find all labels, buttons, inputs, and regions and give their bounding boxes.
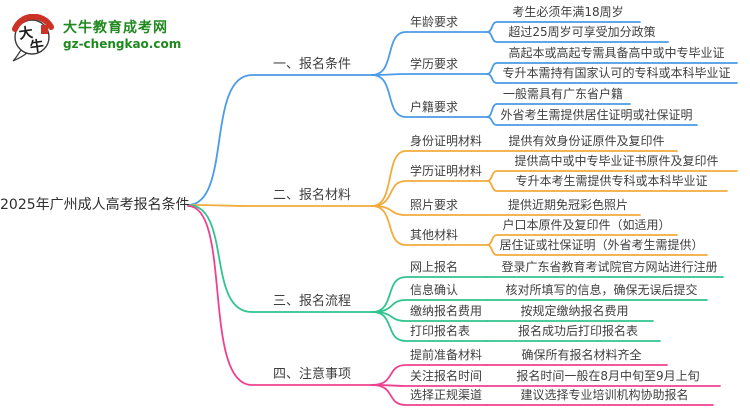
leaf-residence-proof: 外省考生需提供居住证明或社保证明 (500, 108, 693, 122)
sub-online-registration: 网上报名 (410, 260, 459, 274)
leaf-print-form: 报名成功后打印报名表 (517, 324, 638, 338)
logo-char-niu: 牛 (29, 37, 45, 56)
logo-domain: gz-chengkao.com (63, 37, 182, 51)
logo-bubble-tail (12, 49, 29, 62)
leaf-zsb-diploma: 专升本考生需提供专科或本科毕业证 (515, 174, 708, 188)
edge-branch-conditions (187, 74, 373, 206)
leaf-highschool-diploma: 高起本或高起专需具备高中或中专毕业证 (508, 46, 725, 60)
edge-leaf-college-diploma (486, 73, 738, 84)
edge-leaf-residence-permit (486, 244, 708, 256)
leaf-training-agency: 建议选择专业培训机构协助报名 (520, 388, 689, 402)
leaf-age-25-bonus: 超过25周岁可享受加分政策 (508, 25, 656, 39)
logo-seal (41, 25, 48, 34)
leaf-residence-permit: 居住证或社保证明（外省考生需提供） (499, 238, 704, 252)
edge-branch-process (187, 204, 373, 313)
logo-red-cap (12, 14, 54, 32)
edge-sub-edu-materials (371, 180, 488, 207)
edge-branch-notes (187, 205, 373, 386)
leaf-verify-info: 核对所填写的信息，确保无误后提交 (505, 283, 698, 297)
edge-sub-online-registration (371, 276, 488, 313)
sub-prepare-materials: 提前准备材料 (410, 348, 483, 362)
leaf-register-website: 登录广东省教育考试院官方网站进行注册 (501, 260, 718, 274)
sub-residency-requirement: 户籍要求 (410, 100, 459, 114)
edge-sub-education (371, 73, 488, 76)
sub-print-form: 打印报名表 (410, 324, 471, 338)
logo-bubble-icon: 大 牛 (12, 14, 54, 62)
edge-leaf-zsb-diploma (486, 180, 728, 192)
leaf-time-window: 报名时间一般在8月中旬至9月上旬 (516, 369, 700, 383)
sub-registration-time: 关注报名时间 (410, 369, 483, 383)
sub-id-materials: 身份证明材料 (410, 134, 483, 148)
site-logo[interactable]: 大 牛 大牛教育成考网 gz-chengkao.com (10, 14, 181, 62)
branch-conditions: 一、报名条件 (272, 57, 351, 72)
sub-official-channels: 选择正规渠道 (410, 388, 483, 402)
edge-sub-id-materials (371, 150, 488, 207)
edge-sub-residency (371, 74, 488, 118)
leaf-pay-fee: 按规定缴纳报名费用 (520, 304, 629, 318)
edge-sub-registration-time (371, 384, 488, 387)
branch-materials: 二、报名材料 (272, 188, 351, 203)
logo-text: 大牛教育成考网 gz-chengkao.com (63, 14, 181, 52)
sub-photo-requirement: 照片要求 (410, 198, 459, 212)
leaf-diploma-copy: 提供高中或中专毕业证书原件及复印件 (514, 154, 719, 168)
leaf-age-18: 考生必须年满18周岁 (512, 5, 624, 19)
leaf-college-diploma: 专升本需持有国家认可的专科或本科毕业证 (502, 66, 731, 80)
edge-sub-print-form (371, 311, 488, 342)
sub-education-requirement: 学历要求 (410, 57, 459, 71)
sub-age-requirement: 年龄要求 (410, 15, 459, 29)
branch-process: 三、报名流程 (272, 294, 351, 309)
branch-notes: 四、注意事项 (272, 367, 351, 382)
edge-sub-age (371, 31, 488, 76)
edge-leaf-residence-proof (486, 116, 698, 126)
leaf-id-card: 提供有效身份证原件及复印件 (508, 134, 665, 148)
root-topic: 2025年广州成人高考报名条件 (0, 197, 190, 213)
leaf-guangdong-hukou: 一般需具有广东省户籍 (502, 87, 623, 101)
sub-payment: 缴纳报名费用 (410, 304, 483, 318)
logo-char-da: 大 (18, 24, 34, 43)
sub-other-materials: 其他材料 (410, 228, 459, 242)
edge-branch-materials (187, 204, 373, 207)
sub-info-confirmation: 信息确认 (410, 283, 459, 297)
edge-sub-official-channels (371, 384, 488, 406)
leaf-hukou-book: 户口本原件及复印件（如适用） (502, 218, 671, 232)
edge-sub-other-materials (371, 205, 488, 246)
sub-education-materials: 学历证明材料 (410, 164, 483, 178)
leaf-photo: 提供近期免冠彩色照片 (507, 198, 628, 212)
edge-leaf-age-25-bonus (486, 31, 669, 43)
logo-bubble-circle (14, 19, 50, 55)
leaf-materials-complete: 确保所有报名材料齐全 (521, 348, 642, 362)
logo-title: 大牛教育成考网 (63, 20, 168, 36)
